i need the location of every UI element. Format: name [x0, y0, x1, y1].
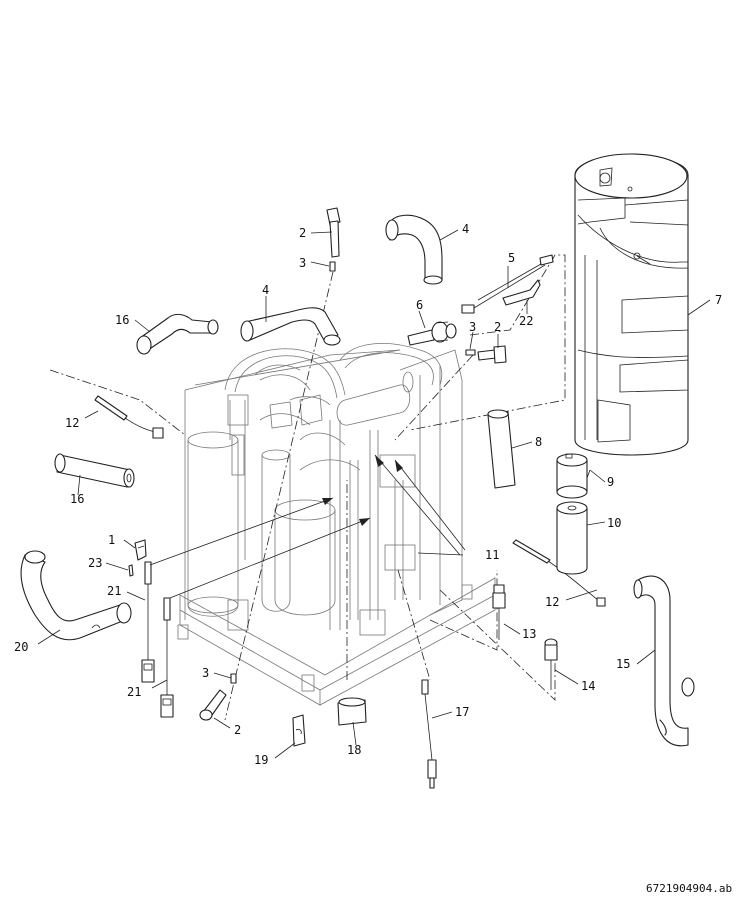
assembly-centerlines — [49, 254, 566, 721]
callout-3-bottom: 3 — [202, 666, 209, 680]
callout-2-right: 2 — [494, 320, 501, 334]
callout-12-left: 12 — [65, 416, 79, 430]
callout-9: 9 — [607, 475, 614, 489]
part-2-bottom-fitting — [199, 689, 227, 721]
part-12-left-sensor — [94, 395, 164, 439]
part-22-bracket — [502, 279, 541, 306]
part-15-pipe — [633, 575, 695, 747]
main-unit-assembly — [177, 343, 496, 706]
part-6-valve — [407, 321, 457, 346]
callout-1: 1 — [108, 533, 115, 547]
part-21-right-cable — [160, 597, 174, 718]
callout-13: 13 — [522, 627, 536, 641]
part-1-clip — [134, 539, 147, 561]
callout-7: 7 — [715, 293, 722, 307]
part-11-arrows — [149, 454, 466, 599]
callout-16-top: 16 — [115, 313, 129, 327]
callout-3-top: 3 — [299, 256, 306, 270]
callout-3-right: 3 — [469, 320, 476, 334]
part-13-sensor — [492, 584, 506, 640]
part-19-clamp — [292, 714, 306, 747]
callout-labels: 2 3 4 4 5 6 3 2 22 7 16 12 16 8 9 10 11 … — [14, 222, 722, 767]
callout-2-top: 2 — [299, 226, 306, 240]
callout-23: 23 — [88, 556, 102, 570]
part-21-left-cable — [141, 561, 155, 683]
callout-6: 6 — [416, 298, 423, 312]
callout-12-right: 12 — [545, 595, 559, 609]
callout-21-top: 21 — [107, 584, 121, 598]
callout-14: 14 — [581, 679, 595, 693]
part-4-right-hose — [385, 214, 443, 285]
part-2-right-fitting — [477, 345, 507, 364]
callout-19: 19 — [254, 753, 268, 767]
callout-22: 22 — [519, 314, 533, 328]
part-16-upper-hose — [136, 313, 219, 355]
part-9-sleeve — [556, 453, 588, 499]
part-5-cable — [461, 254, 554, 314]
part-16-lower-hose — [54, 453, 135, 488]
part-10-cylinder — [556, 501, 588, 575]
callout-15: 15 — [616, 657, 630, 671]
part-23-screw — [128, 564, 134, 577]
callout-4-left: 4 — [262, 283, 269, 297]
callout-4-right: 4 — [462, 222, 469, 236]
part-12-right-sensor — [512, 539, 606, 607]
part-7-insulation-jacket — [574, 153, 689, 456]
part-8-tube — [487, 409, 516, 489]
callout-17: 17 — [455, 705, 469, 719]
leader-lines — [37, 229, 711, 759]
callout-16-bottom: 16 — [70, 492, 84, 506]
callout-8: 8 — [535, 435, 542, 449]
callout-2-bottom: 2 — [234, 723, 241, 737]
callout-18: 18 — [347, 743, 361, 757]
part-3-bottom-screw — [230, 673, 237, 684]
part-2-top-fitting — [326, 207, 341, 258]
part-4-left-hose — [240, 307, 341, 346]
callout-10: 10 — [607, 516, 621, 530]
callout-21-bottom: 21 — [127, 685, 141, 699]
part-18-collar — [337, 697, 367, 726]
part-17-sensor — [421, 679, 437, 789]
callout-5: 5 — [508, 251, 515, 265]
part-3-top-screw — [329, 261, 336, 272]
part-14-pressure-sensor — [544, 638, 558, 690]
document-id: 6721904904.ab — [646, 882, 732, 895]
callout-11: 11 — [485, 548, 499, 562]
callout-20: 20 — [14, 640, 28, 654]
part-20-hose — [20, 550, 132, 641]
part-3-right-screw — [465, 349, 476, 356]
